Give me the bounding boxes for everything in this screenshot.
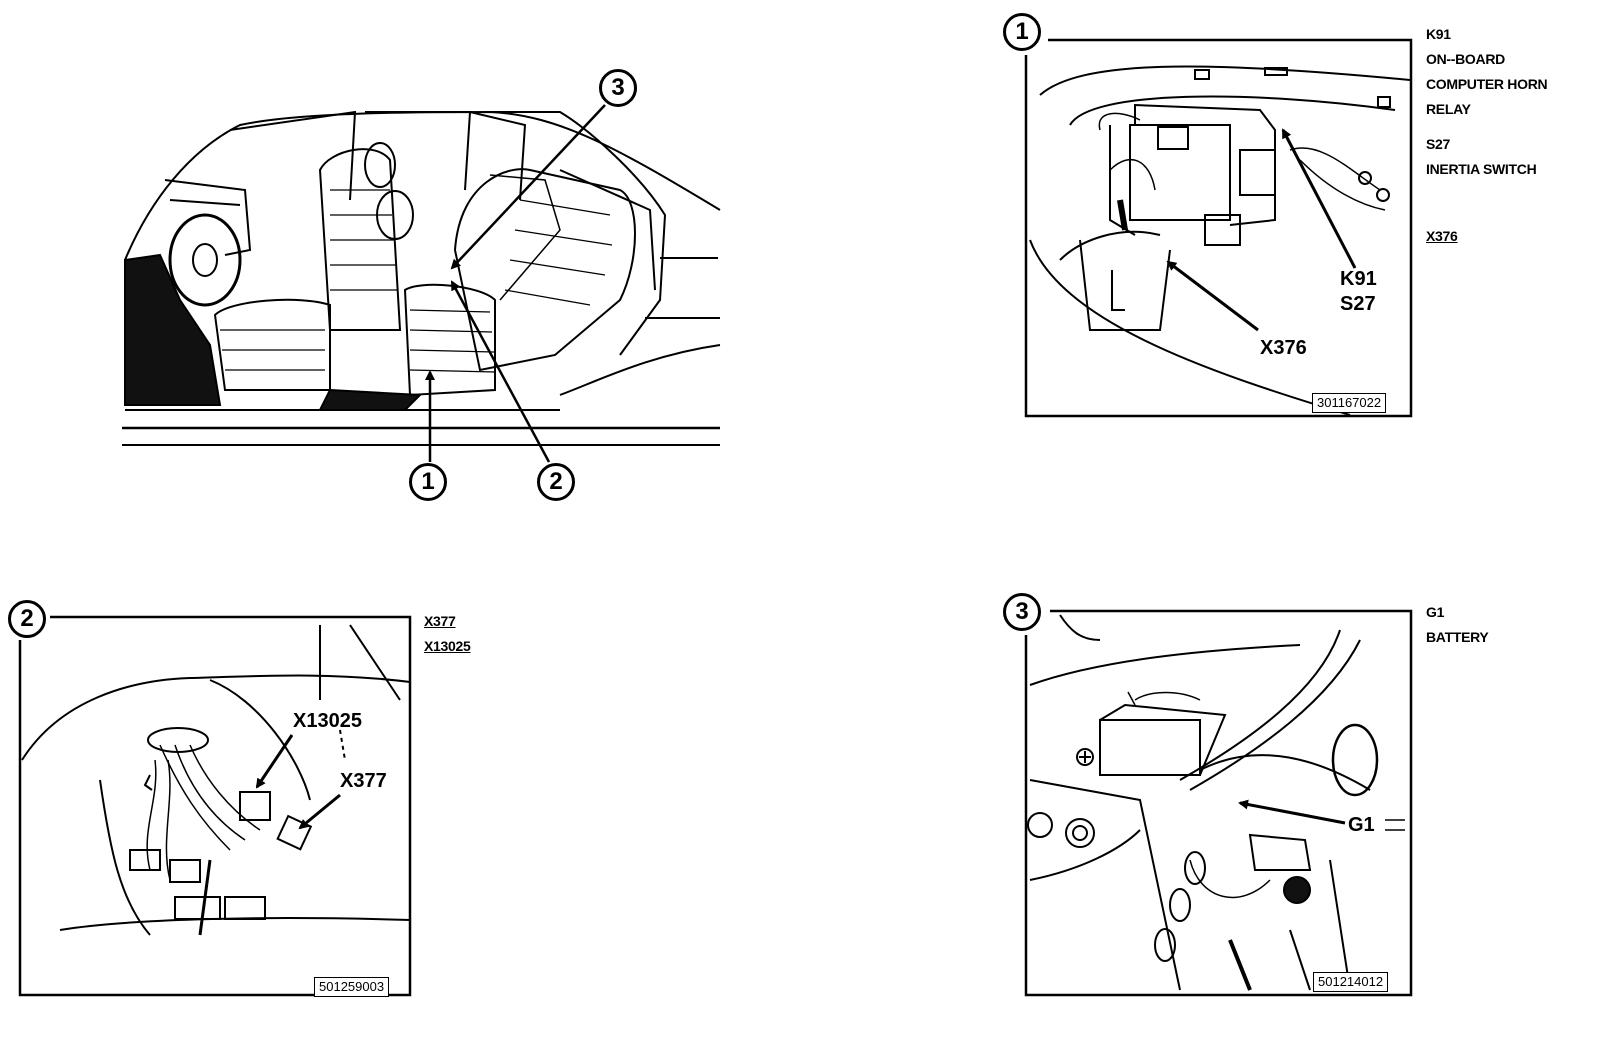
legend-x376-code: X376 bbox=[1426, 228, 1458, 244]
legend-x13025-code: X13025 bbox=[424, 638, 471, 654]
legend-k91-code: K91 bbox=[1426, 26, 1451, 42]
panel-1-legend: K91 ON--BOARD COMPUTER HORN RELAY S27 IN… bbox=[1426, 22, 1548, 249]
overview-callout-2: 2 bbox=[537, 463, 575, 501]
panel-2-label-x377: X377 bbox=[340, 770, 387, 792]
overview-callout-3: 3 bbox=[599, 69, 637, 107]
legend-s27-code: S27 bbox=[1426, 136, 1451, 152]
panel-1-number: 1 bbox=[1003, 13, 1041, 51]
panel-3-label-g1: G1 bbox=[1348, 814, 1375, 836]
panel-1-label-x376: X376 bbox=[1260, 337, 1307, 359]
legend-k91-desc-2: COMPUTER HORN bbox=[1426, 76, 1548, 92]
legend-g1-code: G1 bbox=[1426, 604, 1445, 620]
panel-2-ref-code: 501259003 bbox=[314, 977, 390, 997]
panel-3-number: 3 bbox=[1003, 593, 1041, 631]
legend-k91-desc-3: RELAY bbox=[1426, 101, 1471, 117]
panel-2-label-x13025: X13025 bbox=[293, 710, 362, 732]
panel-3-ref-code: 501214012 bbox=[1313, 972, 1389, 992]
legend-x377-code: X377 bbox=[424, 613, 456, 629]
panel-2-legend: X377 X13025 bbox=[424, 609, 471, 659]
legend-g1-desc: BATTERY bbox=[1426, 629, 1489, 645]
panel-2-artwork bbox=[18, 615, 412, 997]
car-interior-overview bbox=[122, 104, 721, 463]
legend-k91-desc-1: ON--BOARD bbox=[1426, 51, 1505, 67]
panel-1-ref-code: 301167022 bbox=[1312, 393, 1387, 413]
panel-2-number: 2 bbox=[8, 600, 46, 638]
panel-1-artwork bbox=[1024, 38, 1413, 418]
panel-3-artwork bbox=[1024, 609, 1413, 997]
overview-callout-1: 1 bbox=[409, 463, 447, 501]
panel-1-label-s27: S27 bbox=[1340, 293, 1376, 315]
legend-s27-desc: INERTIA SWITCH bbox=[1426, 161, 1537, 177]
panel-1-label-k91: K91 bbox=[1340, 268, 1377, 290]
panel-3-legend: G1 BATTERY bbox=[1426, 600, 1489, 650]
